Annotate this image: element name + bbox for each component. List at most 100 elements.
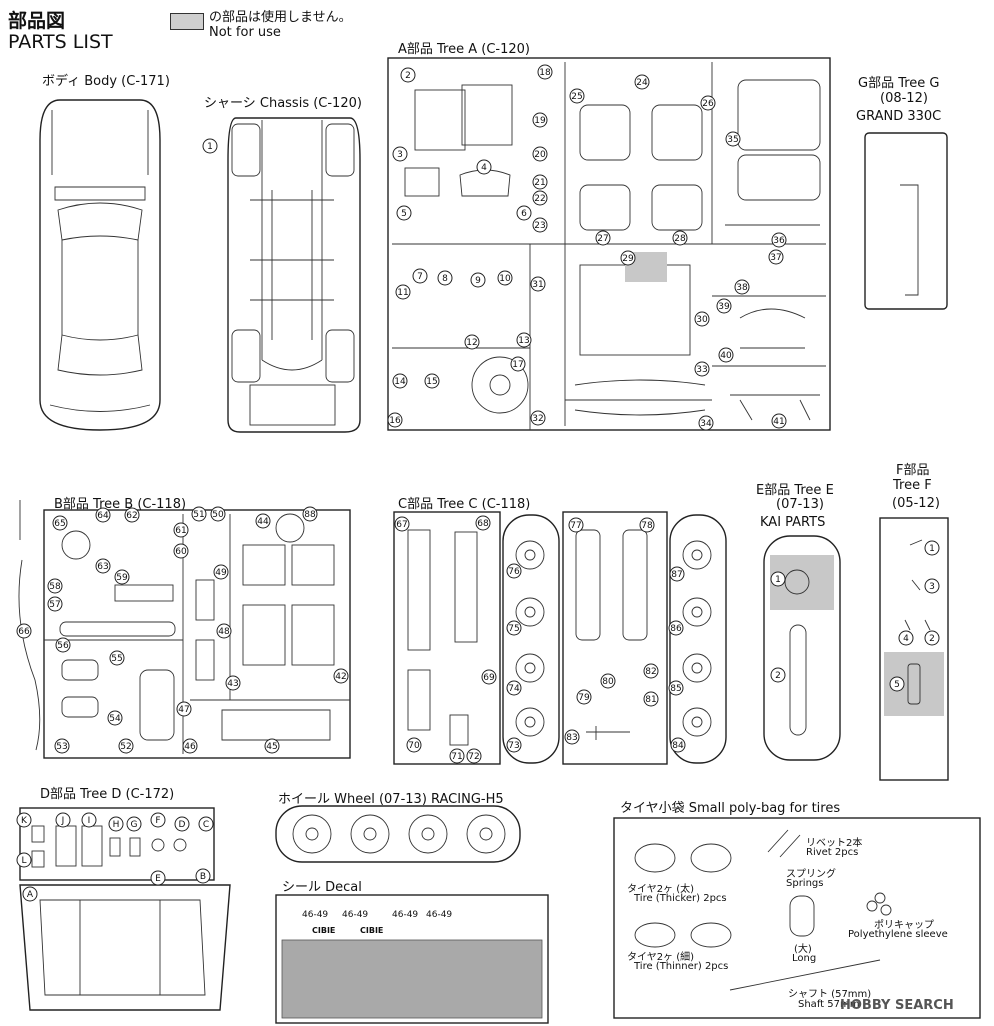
tire-thick-label-en: Tire (Thicker) 2pcs [634, 893, 727, 904]
callout-b-54: 54 [107, 710, 123, 726]
watermark: HOBBY SEARCH [840, 998, 954, 1013]
svg-text:E: E [155, 874, 161, 884]
callout-b-61: 61 [173, 522, 189, 538]
callout-a-22: 22 [532, 190, 548, 206]
callout-a-2: 2 [400, 67, 416, 83]
svg-text:48: 48 [218, 627, 230, 637]
section-title-tree-d: D部品 Tree D (C-172) [40, 787, 175, 802]
tree-d-runner [19, 807, 231, 1011]
callout-a-38: 38 [734, 279, 750, 295]
section-title-chassis: シャーシ Chassis (C-120) [204, 96, 362, 111]
rivet-label-en: Rivet 2pcs [806, 847, 859, 858]
svg-text:5: 5 [401, 209, 407, 219]
callout-d-g: G [126, 816, 142, 832]
svg-text:34: 34 [700, 419, 712, 429]
callout-c-74: 74 [506, 680, 522, 696]
svg-text:L: L [21, 856, 26, 866]
svg-text:4: 4 [903, 634, 909, 644]
svg-text:37: 37 [770, 253, 781, 263]
callout-d-h: H [108, 816, 124, 832]
svg-text:75: 75 [508, 624, 519, 634]
section-title-tree-g-name: GRAND 330C [856, 109, 942, 124]
tire-thin-label-jp: タイヤ2ヶ (細) [627, 952, 695, 963]
svg-text:29: 29 [622, 254, 634, 264]
svg-text:13: 13 [518, 336, 529, 346]
callout-d-b: B [195, 868, 211, 884]
section-title-tree-g: G部品 Tree G [858, 76, 940, 91]
callout-c-77: 77 [568, 517, 584, 533]
decal-cibie-2: CIBIE [360, 926, 384, 935]
svg-text:3: 3 [929, 582, 935, 592]
poly-label-en: Polyethylene sleeve [848, 929, 948, 940]
svg-text:26: 26 [702, 99, 714, 109]
svg-text:27: 27 [597, 234, 608, 244]
part-callouts: 1 2 3 4 5 6 7 8 9 10 11 12 13 14 15 16 1… [16, 64, 940, 902]
spring-label-jp: スプリング [786, 869, 836, 880]
callout-b-66: 66 [16, 623, 32, 639]
callout-b-88: 88 [302, 506, 318, 522]
callout-b-51: 51 [191, 506, 207, 522]
svg-text:19: 19 [534, 116, 546, 126]
svg-text:74: 74 [508, 684, 520, 694]
callout-b-49: 49 [213, 564, 229, 580]
legend-jp: の部品は使用しません。 [209, 10, 352, 25]
callout-f-5: 5 [889, 676, 905, 692]
callout-c-69: 69 [481, 669, 497, 685]
decal-plate-4: 46-49 [426, 910, 453, 920]
callout-d-e: E [150, 870, 166, 886]
svg-text:14: 14 [394, 377, 406, 387]
svg-text:36: 36 [773, 236, 785, 246]
tree-a-runner [387, 57, 831, 431]
svg-text:46: 46 [184, 742, 196, 752]
svg-text:1: 1 [929, 544, 935, 554]
spring-long-label-jp: (大) [794, 944, 812, 955]
tree-e-runner [763, 535, 841, 761]
svg-text:15: 15 [426, 377, 437, 387]
svg-text:F: F [155, 816, 160, 826]
callout-b-46: 46 [182, 738, 198, 754]
svg-text:84: 84 [672, 741, 684, 751]
callout-a-20: 20 [532, 146, 548, 162]
tree-c-runner [393, 511, 727, 765]
section-title-tree-c: C部品 Tree C (C-118) [398, 497, 531, 512]
svg-text:67: 67 [396, 520, 407, 530]
callout-a-32: 32 [530, 410, 546, 426]
svg-text:6: 6 [521, 209, 527, 219]
legend-en: Not for use [209, 25, 281, 40]
callout-b-59: 59 [114, 569, 130, 585]
svg-text:32: 32 [532, 414, 543, 424]
section-title-tree-e-code: (07-13) [776, 497, 824, 512]
svg-text:68: 68 [477, 519, 489, 529]
callout-c-86: 86 [668, 620, 684, 636]
svg-text:H: H [113, 820, 120, 830]
section-title-tree-e-name: KAI PARTS [760, 515, 826, 530]
svg-text:66: 66 [18, 627, 30, 637]
callout-c-68: 68 [475, 515, 491, 531]
callout-b-55: 55 [109, 650, 125, 666]
svg-text:22: 22 [534, 194, 545, 204]
callout-a-11: 11 [395, 284, 411, 300]
callout-a-28: 28 [672, 230, 688, 246]
svg-text:8: 8 [442, 274, 448, 284]
callout-c-87: 87 [669, 566, 685, 582]
tire-thick-label-jp: タイヤ2ヶ (太) [627, 884, 695, 895]
section-title-tree-f-label: Tree F [893, 478, 932, 493]
section-title-body: ボディ Body (C-171) [42, 74, 170, 89]
callout-d-c: C [198, 816, 214, 832]
svg-text:4: 4 [481, 163, 487, 173]
callout-a-40: 40 [718, 347, 734, 363]
svg-text:24: 24 [636, 78, 648, 88]
svg-text:65: 65 [54, 519, 65, 529]
callout-a-29: 29 [620, 250, 636, 266]
callout-a-26: 26 [700, 95, 716, 111]
svg-text:2: 2 [405, 71, 411, 81]
svg-text:D: D [179, 820, 186, 830]
svg-text:I: I [88, 816, 91, 826]
callout-b-48: 48 [216, 623, 232, 639]
svg-text:62: 62 [126, 511, 137, 521]
body-shell-drawing [39, 99, 161, 431]
shaft-label-en: Shaft 57mm [798, 999, 860, 1010]
callout-d-f: F [150, 812, 166, 828]
svg-text:83: 83 [566, 733, 577, 743]
